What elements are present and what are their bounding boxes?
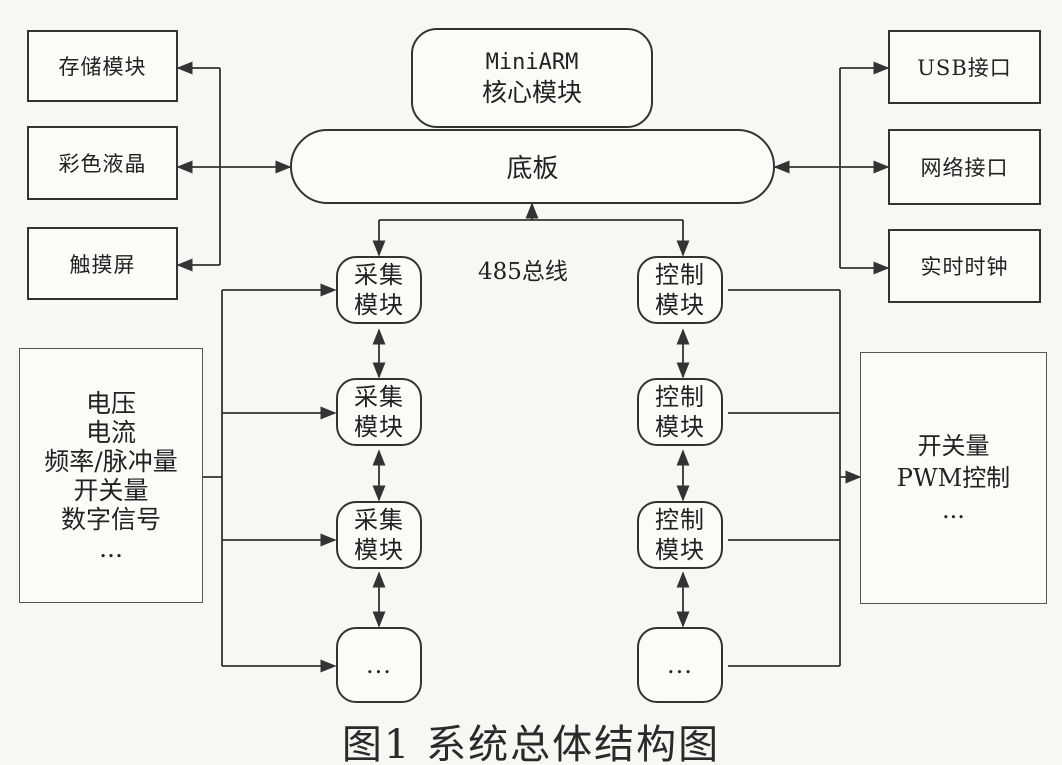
usb-interface: USB接口 (888, 30, 1041, 104)
rs485-bus-label: 485总线 (478, 259, 568, 285)
input-switch: 开关量 (73, 475, 149, 505)
baseboard-label: 底板 (506, 154, 559, 184)
storage-module: 存储模块 (27, 30, 178, 102)
acq-module-line2: 模块 (354, 536, 404, 564)
output-switch: 开关量 (917, 432, 990, 460)
input-frequency-pulse: 频率/脉冲量 (44, 446, 178, 476)
storage-module-label: 存储模块 (58, 55, 147, 79)
ctrl-module-line1: 控制 (655, 261, 705, 289)
control-module: 控制 模块 (637, 256, 723, 324)
acq-module-line2: 模块 (354, 291, 404, 319)
real-time-clock-label: 实时时钟 (920, 255, 1009, 279)
input-ellipsis: ... (99, 533, 123, 563)
control-module: 控制 模块 (637, 501, 723, 569)
acquisition-module: 采集 模块 (336, 256, 422, 324)
ctrl-module-line1: 控制 (655, 506, 705, 534)
acquisition-module: 采集 模块 (336, 378, 422, 446)
color-lcd-label: 彩色液晶 (58, 152, 147, 176)
output-signals-box: 开关量 PWM控制 ... (860, 352, 1047, 604)
color-lcd-module: 彩色液晶 (27, 126, 178, 200)
real-time-clock: 实时时钟 (888, 229, 1041, 303)
output-ellipsis: ... (942, 496, 965, 524)
control-module: 控制 模块 (637, 378, 723, 446)
touchscreen-label: 触摸屏 (69, 252, 136, 277)
core-module-line2: 核心模块 (481, 78, 582, 107)
figure-caption: 图1 系统总体结构图 (341, 722, 721, 765)
acq-module-line1: 采集 (354, 383, 404, 411)
ctrl-module-line2: 模块 (655, 291, 705, 319)
network-interface: 网络接口 (888, 129, 1041, 205)
ctrl-module-ellipsis: ... (667, 651, 693, 679)
acq-module-line1: 采集 (354, 506, 404, 534)
acquisition-module: 采集 模块 (336, 501, 422, 569)
acq-module-line1: 采集 (354, 261, 404, 289)
ctrl-module-line2: 模块 (655, 536, 705, 564)
baseboard: 底板 (290, 129, 775, 204)
input-current: 电流 (85, 417, 136, 447)
input-voltage: 电压 (85, 388, 136, 418)
ctrl-module-line2: 模块 (655, 413, 705, 441)
core-module-line1: MiniARM (485, 50, 579, 75)
touchscreen-module: 触摸屏 (27, 227, 178, 300)
control-module-more: ... (637, 627, 723, 703)
ctrl-module-line1: 控制 (655, 383, 705, 411)
usb-interface-label: USB接口 (917, 56, 1012, 80)
acq-module-ellipsis: ... (366, 651, 392, 679)
output-pwm-control: PWM控制 (896, 464, 1011, 492)
input-digital-signal: 数字信号 (60, 504, 161, 534)
miniarm-core-module: MiniARM 核心模块 (411, 28, 653, 128)
input-signals-box: 电压 电流 频率/脉冲量 开关量 数字信号 ... (19, 348, 203, 603)
network-interface-label: 网络接口 (920, 156, 1009, 180)
acq-module-line2: 模块 (354, 413, 404, 441)
acquisition-module-more: ... (336, 627, 422, 703)
